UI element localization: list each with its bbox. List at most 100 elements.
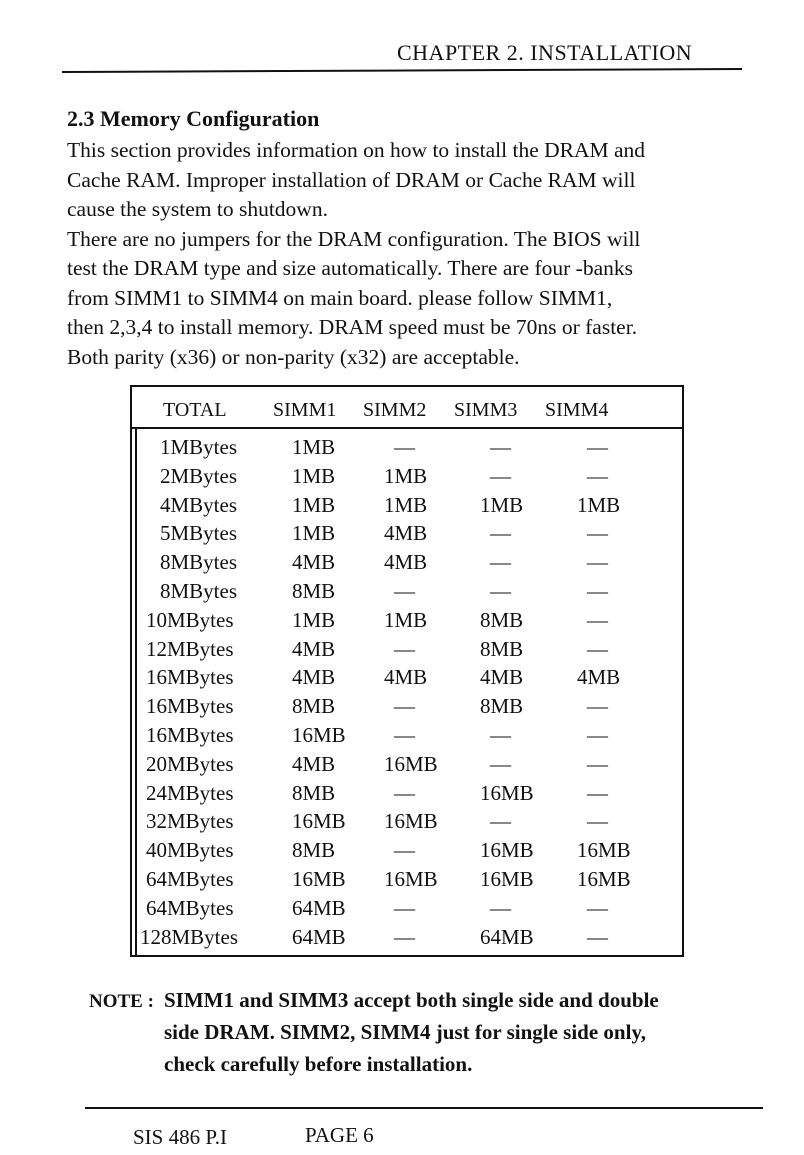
table-cell-simm3: —: [490, 895, 511, 920]
table-cell-simm3: —: [490, 809, 511, 834]
note-line: check carefully before installation.: [164, 1052, 473, 1076]
table-cell-simm2: 1MB: [384, 463, 428, 488]
table-cell-simm3: —: [490, 463, 511, 488]
note-line: side DRAM. SIMM2, SIMM4 just for single …: [164, 1020, 647, 1044]
table-cell-total: 24MBytes: [146, 780, 234, 805]
table-cell-simm4: —: [587, 636, 608, 661]
table-cell-simm2: 4MB: [384, 521, 428, 546]
table-cell-simm3: 1MB: [480, 492, 524, 517]
table-cell-simm3: 8MB: [480, 607, 524, 632]
table-cell-simm1: 1MB: [292, 463, 336, 488]
table-header-simm4: SIMM4: [545, 399, 609, 421]
table-cell-total: 20MBytes: [146, 751, 234, 776]
table-cell-simm3: —: [490, 579, 511, 603]
table-header-simm3: SIMM3: [454, 399, 518, 421]
table-cell-total: 10MBytes: [146, 607, 234, 632]
table-cell-simm2: —: [394, 694, 415, 719]
section-title: 2.3 Memory Configuration: [67, 106, 320, 131]
table-cell-total: 4MBytes: [160, 492, 238, 517]
table-cell-simm2: —: [394, 924, 415, 949]
table-cell-simm2: —: [394, 435, 415, 459]
table-cell-simm1: 8MB: [292, 579, 336, 603]
table-cell-total: 12MBytes: [146, 636, 234, 661]
note-label: NOTE :: [89, 991, 154, 1012]
table-cell-total: 5MBytes: [160, 521, 238, 546]
table-cell-total: 32MBytes: [146, 809, 234, 834]
table-cell-total: 128MBytes: [140, 924, 239, 949]
table-cell-simm3: —: [490, 435, 511, 459]
table-cell-total: 8MBytes: [160, 550, 238, 575]
table-cell-simm2: —: [394, 838, 415, 863]
table-inner-rule: [135, 429, 137, 955]
table-cell-simm3: —: [490, 521, 511, 546]
table-cell-simm4: —: [587, 924, 608, 949]
table-cell-simm4: —: [587, 809, 608, 834]
table-cell-simm4: —: [587, 723, 608, 747]
table-cell-simm4: 4MB: [577, 665, 621, 690]
body-line: There are no jumpers for the DRAM config…: [67, 226, 641, 251]
table-cell-simm3: —: [490, 751, 511, 776]
table-cell-total: 16MBytes: [146, 694, 234, 719]
table-cell-simm3: 16MB: [480, 867, 534, 891]
table-cell-simm1: 16MB: [292, 723, 346, 747]
body-line: from SIMM1 to SIMM4 on main board. pleas…: [67, 285, 613, 310]
table-cell-total: 16MBytes: [146, 723, 234, 747]
table-cell-simm2: —: [394, 579, 415, 603]
table-cell-simm2: —: [394, 723, 415, 747]
table-cell-total: 8MBytes: [160, 579, 238, 603]
table-header-rule: [132, 427, 682, 429]
table-cell-simm1: 4MB: [292, 751, 336, 776]
footer-page-number: PAGE 6: [305, 1123, 374, 1147]
table-cell-simm1: 8MB: [292, 838, 336, 863]
table-cell-simm1: 1MB: [292, 435, 336, 459]
table-cell-simm4: —: [587, 607, 608, 632]
table-cell-simm3: 8MB: [480, 694, 524, 719]
header-rule: [61, 68, 742, 73]
footer-product: SIS 486 P.I: [133, 1125, 227, 1149]
table-cell-simm2: —: [394, 780, 415, 805]
table-cell-total: 2MBytes: [160, 463, 238, 488]
table-header-simm2: SIMM2: [363, 399, 427, 421]
table-cell-simm2: 1MB: [384, 607, 428, 632]
table-cell-simm4: —: [587, 463, 608, 488]
table-cell-simm2: 1MB: [384, 492, 428, 517]
table-cell-simm4: 16MB: [577, 838, 631, 863]
table-cell-simm2: 16MB: [384, 751, 438, 776]
body-line: cause the system to shutdown.: [67, 197, 328, 221]
table-cell-simm1: 8MB: [292, 694, 336, 719]
table-header-simm1: SIMM1: [273, 399, 337, 421]
table-cell-total: 40MBytes: [146, 838, 234, 863]
chapter-header: CHAPTER 2. INSTALLATION: [397, 40, 693, 65]
table-cell-total: 64MBytes: [146, 867, 234, 891]
table-cell-total: 1MBytes: [160, 435, 238, 459]
table-cell-simm2: 16MB: [384, 867, 438, 891]
table-cell-simm4: —: [587, 895, 608, 920]
table-cell-total: 16MBytes: [146, 665, 234, 690]
table-cell-simm1: 16MB: [292, 809, 346, 834]
footer-rule: [85, 1107, 763, 1109]
table-cell-simm1: 64MB: [292, 895, 346, 920]
table-cell-simm3: 8MB: [480, 636, 524, 661]
table-cell-simm4: —: [587, 694, 608, 719]
table-cell-simm3: —: [490, 723, 511, 747]
body-line: Cache RAM. Improper installation of DRAM…: [67, 167, 636, 192]
table-cell-simm1: 16MB: [292, 867, 346, 891]
body-line: test the DRAM type and size automaticall…: [67, 256, 633, 280]
table-cell-simm3: 64MB: [480, 924, 534, 949]
table-cell-simm3: 4MB: [480, 665, 524, 690]
table-cell-simm4: —: [587, 521, 608, 546]
table-cell-simm1: 1MB: [292, 521, 336, 546]
table-cell-simm2: 16MB: [384, 809, 438, 834]
table-cell-simm4: 1MB: [577, 492, 621, 517]
body-line: This section provides information on how…: [67, 138, 646, 162]
body-line: Both parity (x36) or non-parity (x32) ar…: [67, 344, 520, 369]
table-cell-simm4: 16MB: [577, 867, 631, 891]
section-body: This section provides information on how…: [67, 136, 767, 372]
table-cell-simm1: 1MB: [292, 492, 336, 517]
table-cell-simm2: —: [394, 895, 415, 920]
table-cell-simm1: 8MB: [292, 780, 336, 805]
body-line: then 2,3,4 to install memory. DRAM speed…: [67, 315, 638, 339]
note-line: SIMM1 and SIMM3 accept both single side …: [164, 988, 659, 1012]
table-cell-simm4: —: [587, 579, 608, 603]
